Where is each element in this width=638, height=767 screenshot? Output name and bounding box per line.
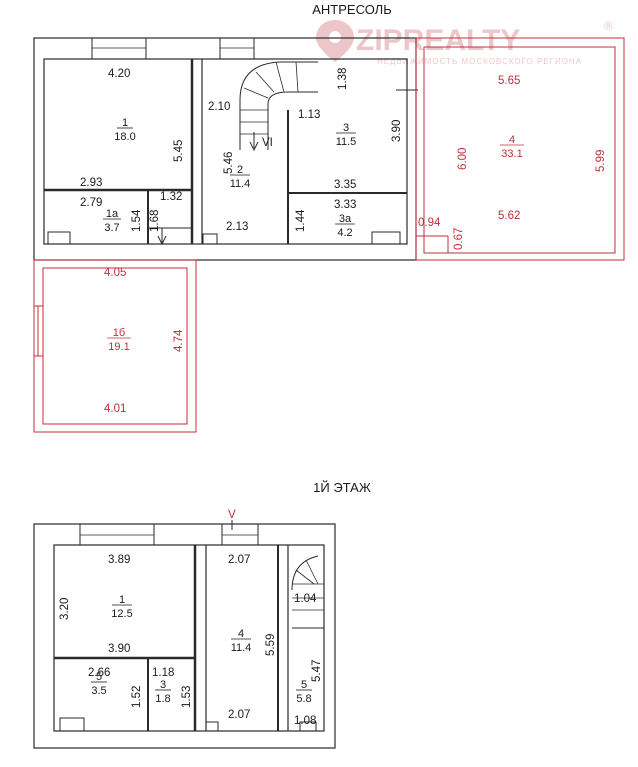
dimension: 6.00 <box>457 148 469 170</box>
dimension: 2.07 <box>228 709 250 721</box>
room-area: 4.2 <box>337 227 352 239</box>
room-number: 1а <box>106 208 119 220</box>
dimension: 3.90 <box>108 643 130 655</box>
first-floor-room-3: 3 1.8 <box>155 679 171 705</box>
pin-icon <box>316 20 354 62</box>
room-area: 3.7 <box>104 222 119 234</box>
dimension: 3.33 <box>334 199 356 211</box>
room-area: 3.5 <box>91 685 106 697</box>
section-marker: V <box>228 509 236 521</box>
first-floor-title: 1Й ЭТАЖ <box>313 480 371 495</box>
room-number: 5 <box>301 679 307 691</box>
logo: ZIPREALTY ® НЕДВИЖИМОСТЬ МОСКОВСКОГО РЕГ… <box>316 20 613 66</box>
dimension: 3.35 <box>334 179 356 191</box>
mezzanine-red-additions <box>33 37 625 433</box>
dimension: 1.08 <box>294 715 316 727</box>
first-floor-room-5: 5 3.5 <box>91 671 107 697</box>
dimension: 2.66 <box>88 667 110 679</box>
room-number: 4 <box>509 134 515 146</box>
dimension: 5.45 <box>173 140 185 162</box>
room-number: 1б <box>113 327 125 339</box>
room-number: 3 <box>343 122 349 134</box>
room-area: 12.5 <box>111 608 132 620</box>
dimension: 1.04 <box>294 593 317 605</box>
dimension: 4.05 <box>104 267 126 279</box>
mezzanine-red-dimensions: 5.65 6.00 5.99 5.62 0.94 0.67 4.05 4.74 … <box>104 75 607 415</box>
room-number: 2 <box>237 164 243 176</box>
first-floor-room-1: 1 12.5 <box>111 594 132 620</box>
dimension: 0.67 <box>453 228 465 250</box>
mezzanine-room-3: 3 11.5 <box>336 122 357 148</box>
registered-mark: ® <box>604 21 613 33</box>
dimension: 1.38 <box>337 68 349 90</box>
dimension: 5.47 <box>311 660 323 682</box>
first-floor-dimensions: 3.89 3.20 3.90 2.66 1.52 1.18 1.53 2.07 … <box>59 509 323 727</box>
dimension: 2.93 <box>80 177 102 189</box>
dimension: 5.62 <box>498 210 520 222</box>
room-area: 33.1 <box>501 148 522 160</box>
room-area: 11.4 <box>231 642 252 654</box>
mezzanine-room-1b: 1б 19.1 <box>107 327 131 353</box>
dimension: 2.79 <box>80 197 102 209</box>
dimension: 1.32 <box>160 191 182 203</box>
dimension: 1.68 <box>149 210 161 232</box>
dimension: 4.01 <box>104 403 126 415</box>
mezzanine-room-2: 2 11.4 <box>230 164 251 190</box>
dimension: 5.46 <box>223 152 235 174</box>
room-number: 1 <box>122 117 128 129</box>
dimension: 4.20 <box>108 68 130 80</box>
room-number: 5 <box>96 671 102 683</box>
dimension: 3.20 <box>59 598 71 620</box>
room-area: 19.1 <box>108 341 129 353</box>
dimension: 1.52 <box>131 686 143 708</box>
room-number: 3 <box>160 679 166 691</box>
room-area: 5.8 <box>296 693 311 705</box>
mezzanine-room-1a: 1а 3.7 <box>103 208 121 234</box>
dimension: 2.10 <box>208 101 230 113</box>
room-number: 3а <box>339 213 352 225</box>
room-number: 1 <box>119 594 125 606</box>
first-floor-room-5b: 5 5.8 <box>296 679 312 705</box>
dimension: 1.53 <box>181 686 193 708</box>
dimension: 1.54 <box>131 209 143 232</box>
room-area: 18.0 <box>114 131 135 143</box>
dimension: 5.65 <box>498 75 520 87</box>
first-floor-walls <box>33 520 336 749</box>
mezzanine-title: АНТРЕСОЛЬ <box>312 2 391 17</box>
dimension: 5.99 <box>595 150 607 172</box>
mezzanine-room-4: 4 33.1 <box>500 134 524 160</box>
dimension: 1.18 <box>152 667 174 679</box>
mezzanine-dimensions: 4.20 5.45 2.93 2.79 1.32 1.54 1.68 2.10 … <box>80 68 403 233</box>
logo-tagline: НЕДВИЖИМОСТЬ МОСКОВСКОГО РЕГИОНА <box>377 57 582 66</box>
dimension: 0.94 <box>418 217 441 229</box>
dimension: 4.74 <box>173 329 185 352</box>
first-floor-room-4: 4 11.4 <box>231 628 252 654</box>
room-area: 1.8 <box>155 693 170 705</box>
mezzanine-room-1: 1 18.0 <box>114 117 135 143</box>
dimension: 2.13 <box>226 221 248 233</box>
dimension: 1.13 <box>298 109 320 121</box>
dimension: 2.07 <box>228 554 250 566</box>
mezzanine-walls <box>33 37 418 261</box>
dimension: 5.59 <box>265 634 277 656</box>
mezzanine-room-3a: 3а 4.2 <box>335 213 355 239</box>
dimension: 3.90 <box>391 120 403 142</box>
dimension: 1.44 <box>295 209 307 232</box>
room-area: 11.4 <box>230 178 251 190</box>
room-area: 11.5 <box>336 136 357 148</box>
section-marker: VI <box>262 137 273 149</box>
dimension: 3.89 <box>108 554 130 566</box>
logo-brand: ZIPREALTY <box>356 24 520 57</box>
room-number: 4 <box>238 628 244 640</box>
